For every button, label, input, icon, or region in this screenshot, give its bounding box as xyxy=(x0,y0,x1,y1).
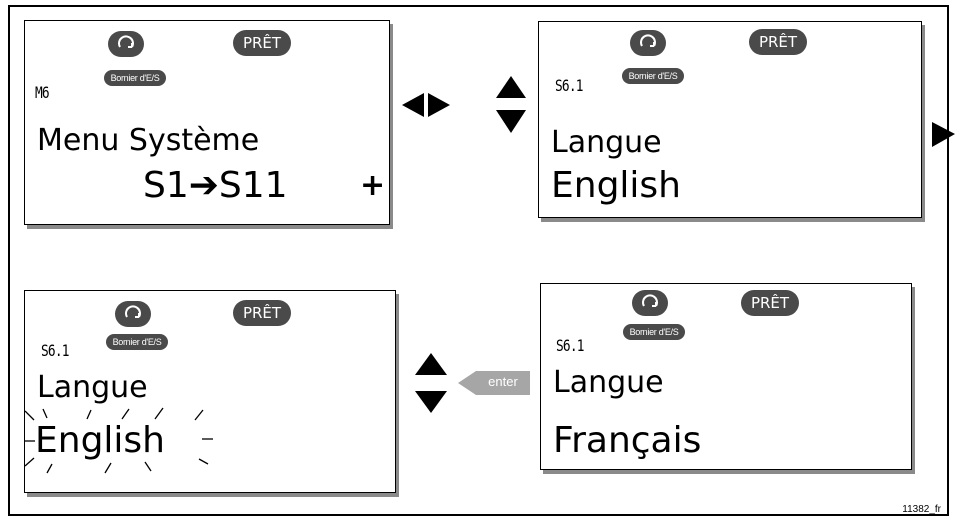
rotation-indicator xyxy=(630,30,666,56)
ready-indicator: PRÊT xyxy=(233,30,291,56)
parameter-name: Langue xyxy=(553,365,664,400)
keypad-display-selection: PRÊT Bornier d'E/S S6.1 Langue Français xyxy=(540,283,912,470)
menu-code: M6 xyxy=(35,83,50,102)
parameter-code: S6.1 xyxy=(556,336,584,355)
rotation-indicator xyxy=(115,301,151,327)
keypad-display-menu: PRÊT Bornier d'E/S M6 Menu Système S1➔S1… xyxy=(24,20,390,225)
ready-indicator: PRÊT xyxy=(749,29,807,55)
keypad-display-edit: PRÊT Bornier d'E/S S6.1 Langue English xyxy=(24,290,396,493)
rotation-indicator xyxy=(108,31,144,57)
parameter-code: S6.1 xyxy=(41,341,69,360)
io-terminal-badge: Bornier d'E/S xyxy=(106,334,168,350)
parameter-value: Français xyxy=(553,420,702,461)
io-terminal-badge: Bornier d'E/S xyxy=(104,70,166,86)
ready-indicator: PRÊT xyxy=(741,290,799,316)
keypad-display-language: PRÊT Bornier d'E/S S6.1 Langue English xyxy=(538,21,922,218)
rotation-indicator xyxy=(632,290,668,316)
more-indicator: + xyxy=(360,168,386,203)
io-terminal-badge: Bornier d'E/S xyxy=(622,68,684,84)
parameter-value: English xyxy=(551,165,681,206)
ready-indicator: PRÊT xyxy=(233,300,291,326)
rotation-icon xyxy=(125,305,141,318)
blink-rays-icon xyxy=(25,407,213,474)
enter-key-label: enter xyxy=(488,374,518,389)
menu-title: Menu Système xyxy=(37,123,260,158)
rotation-icon xyxy=(642,294,658,307)
diagram-frame xyxy=(8,5,949,516)
rotation-icon xyxy=(640,34,656,47)
figure-id: 11382_fr xyxy=(902,504,941,515)
parameter-value-blinking: English xyxy=(35,420,165,461)
io-terminal-badge: Bornier d'E/S xyxy=(623,324,685,340)
parameter-code: S6.1 xyxy=(555,76,583,95)
parameter-name: Langue xyxy=(37,370,148,405)
parameter-name: Langue xyxy=(551,125,662,160)
rotation-icon xyxy=(118,35,134,48)
menu-range: S1➔S11 xyxy=(143,165,288,206)
